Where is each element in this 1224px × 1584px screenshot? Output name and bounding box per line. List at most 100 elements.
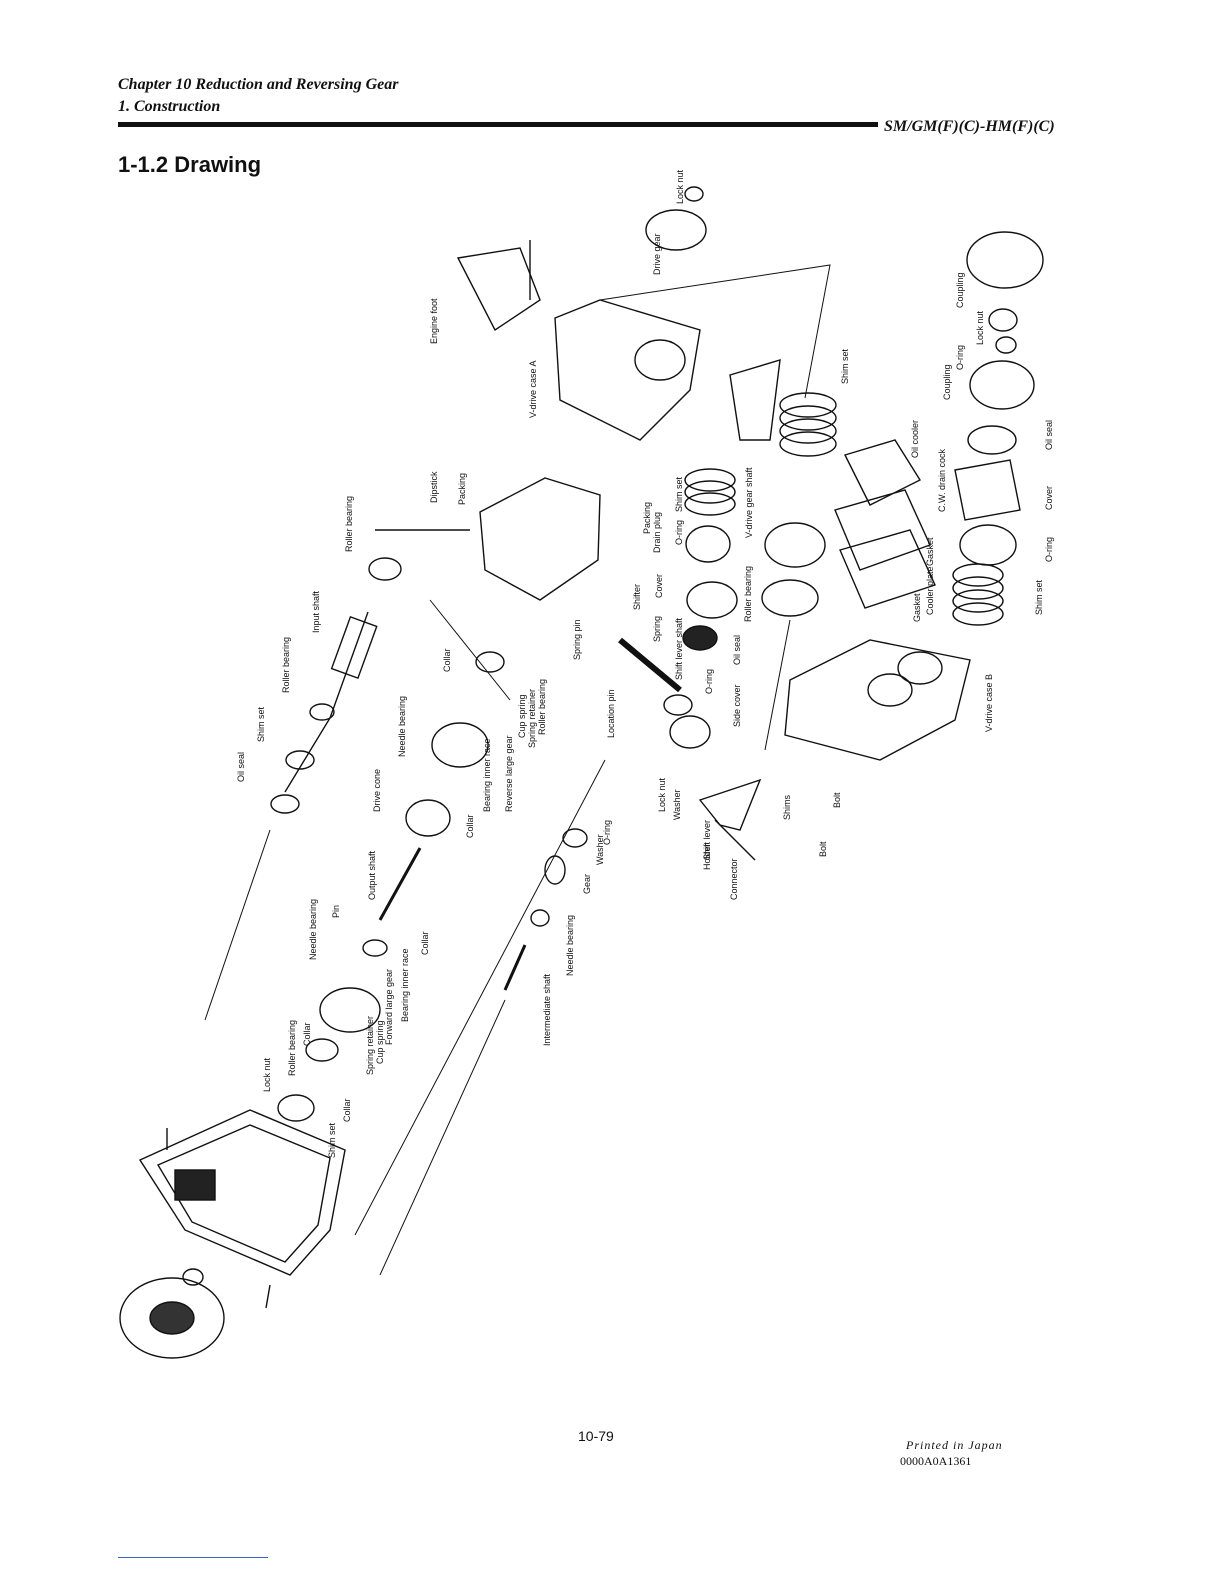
label-shim-set-3: Shim set [674, 476, 684, 512]
label-gasket-1: Gasket [925, 537, 935, 566]
lock-nut-2-shape [988, 308, 1018, 332]
engine-foot-shape [456, 247, 541, 332]
damper-hub [149, 1301, 195, 1335]
cover-shape [686, 581, 738, 619]
damper-bearing [182, 1268, 204, 1286]
gasket-upper-shape [834, 489, 931, 571]
label-output-shaft: Output shaft [367, 850, 377, 900]
label-o-ring-5: O-ring [602, 820, 612, 845]
guide-line-6 [764, 619, 791, 751]
label-holder: Holder [702, 843, 712, 870]
label-coupling-1: Coupling [955, 272, 965, 308]
roller-bearing-ring-upper [368, 557, 402, 581]
label-oil-seal-1: Oil seal [1044, 420, 1054, 450]
label-bolt-1: Bolt [832, 792, 842, 808]
page-title: 1-1.2 Drawing [118, 152, 262, 177]
label-cover-1: Cover [1044, 486, 1054, 510]
shim-stack-upper [779, 392, 837, 457]
label-lock-nut-2: Lock nut [975, 310, 985, 345]
label-oil-seal-2: Oil seal [732, 635, 742, 665]
o-ring-1-shape [995, 336, 1017, 354]
side-cover-shape [669, 715, 711, 749]
label-v-drive-gear-shaft: V-drive gear shaft [744, 467, 754, 538]
label-v-drive-case-a: V-drive case A [528, 360, 538, 418]
label-coupling-2: Coupling [942, 364, 952, 400]
oil-seal-black [682, 625, 718, 651]
roller-bearing-ring-input [309, 703, 335, 721]
main-housing-flange [156, 1124, 331, 1263]
output-shaft-shape [378, 847, 422, 921]
label-collar-2: Collar [465, 814, 475, 838]
label-collar-4: Collar [302, 1022, 312, 1046]
shift-lever-shaft-shape [618, 637, 682, 693]
label-bolt-2: Bolt [818, 841, 828, 857]
gear-shape [544, 855, 566, 885]
label-gasket-2: Gasket [912, 593, 922, 622]
main-housing [138, 1109, 346, 1276]
label-drive-gear: Drive gear [652, 233, 662, 275]
roller-bearing-v-drive [761, 579, 819, 617]
document-code: 0000A0A1361 [900, 1454, 972, 1468]
label-bearing-inner-race-2: Bearing inner race [400, 948, 410, 1022]
part-labels: Lock nut Drive gear Engine foot V-drive … [236, 169, 1054, 1158]
oil-seal-ring [270, 794, 300, 814]
intermediate-shaft-shape [503, 944, 527, 991]
oil-seal-right-shape [967, 425, 1017, 455]
label-needle-bearing-2: Needle bearing [308, 899, 318, 960]
label-cover-2: Cover [654, 574, 664, 598]
cover-right-shape [954, 459, 1021, 521]
label-drain-plug: Drain plug [652, 512, 662, 553]
guide-line-1 [204, 829, 271, 1021]
label-o-ring-3: O-ring [674, 520, 684, 545]
plate-shape [729, 359, 781, 441]
label-dipstick: Dipstick [429, 471, 439, 503]
housing-fins [174, 1169, 216, 1201]
label-shim-set-1: Shim set [840, 348, 850, 384]
label-needle-bearing-1: Needle bearing [397, 696, 407, 757]
label-lock-nut-top: Lock nut [675, 169, 685, 204]
label-connector: Connector [729, 858, 739, 900]
label-lock-nut-3: Lock nut [657, 777, 667, 812]
damper-disc [119, 1277, 225, 1359]
label-shifter: Shifter [632, 584, 642, 610]
label-roller-bearing-1: Roller bearing [743, 566, 753, 622]
label-spring-retainer-2: Spring retainer [365, 1016, 375, 1075]
input-shaft-axis [284, 611, 369, 793]
printed-note: Printed in Japan [906, 1438, 1003, 1452]
label-engine-foot: Engine foot [429, 298, 439, 344]
label-pin: Pin [331, 905, 341, 918]
case-b-bore-1 [867, 673, 913, 707]
case-a-bore [634, 339, 686, 381]
label-location-pin: Location pin [606, 689, 616, 738]
label-needle-bearing-3: Needle bearing [565, 915, 575, 976]
page-number: 10-79 [578, 1428, 614, 1444]
label-roller-bearing-3: Roller bearing [281, 637, 291, 693]
needle-bearing-3-shape [530, 909, 550, 927]
label-o-ring-4: O-ring [704, 669, 714, 694]
label-spring-pin: Spring pin [572, 619, 582, 660]
drive-gear-shape [645, 209, 707, 251]
label-side-cover: Side cover [732, 684, 742, 727]
o-ring-4-shape [663, 694, 693, 716]
oil-cooler-shape [844, 439, 922, 506]
v-drive-case-b-shape [784, 639, 971, 761]
label-cw-drain-cock: C.W. drain cock [937, 448, 947, 512]
label-spring-retainer-1: Spring retainer [527, 689, 537, 748]
label-shift-lever: Shift lever [702, 820, 712, 860]
o-ring-right-shape [959, 524, 1017, 566]
guide-line-5 [599, 264, 831, 399]
coupling-lower-shape [969, 360, 1035, 410]
guide-line-2 [379, 999, 506, 1276]
label-roller-bearing-4: Roller bearing [537, 679, 547, 735]
shim-stack-middle [684, 468, 736, 516]
footer-link-rule [118, 1557, 268, 1558]
label-reverse-large-gear: Reverse large gear [504, 735, 514, 812]
label-packing-2: Packing [457, 473, 467, 505]
label-roller-bearing-2: Roller bearing [344, 496, 354, 552]
label-shims: Shims [782, 794, 792, 820]
label-intermediate-shaft: Intermediate shaft [542, 973, 552, 1046]
label-lock-nut-4: Lock nut [262, 1057, 272, 1092]
shift-lever-shape [698, 778, 762, 831]
lower-bearing-ring [277, 1094, 315, 1122]
